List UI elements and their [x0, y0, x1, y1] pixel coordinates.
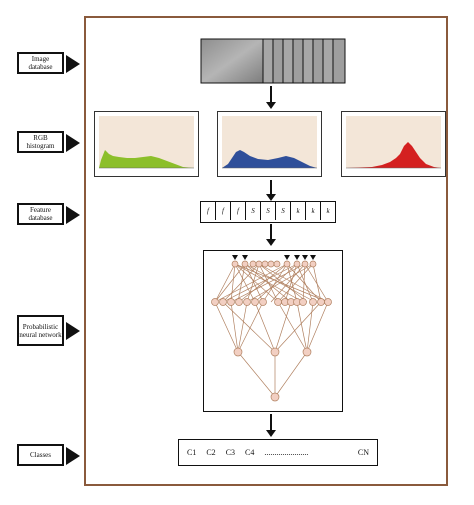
arrow-down-icon [266, 414, 276, 437]
class-label: C4 [245, 448, 255, 457]
feature-cell: k [306, 202, 321, 220]
feature-cell: S [246, 202, 261, 220]
class-label: C1 [187, 448, 197, 457]
arrow-right-icon [66, 447, 80, 465]
feature-vector: f f f S S S k k k [200, 201, 336, 223]
neural-network-diagram [203, 250, 343, 412]
arrow-down-icon [266, 86, 276, 109]
class-label: C2 [206, 448, 216, 457]
feature-cell: f [216, 202, 231, 220]
histogram-blue [217, 111, 322, 177]
arrow-right-icon [66, 55, 80, 73]
histogram-red [341, 111, 446, 177]
label-classes: Classes [17, 444, 64, 466]
label-image-database: Image database [17, 52, 64, 74]
label-probabilistic-neural-network: Probabilistic neural network [17, 315, 64, 346]
classes-box: C1 C2 C3 C4 ...................... CN [178, 439, 378, 466]
arrow-right-icon [66, 134, 80, 152]
process-frame [84, 16, 448, 486]
histogram-green [94, 111, 199, 177]
class-ellipsis: ...................... [264, 448, 309, 457]
label-rgb-histogram: RGB histogram [17, 131, 64, 153]
arrow-right-icon [66, 206, 80, 224]
feature-cell: f [231, 202, 246, 220]
feature-cell: S [261, 202, 276, 220]
feature-cell: k [326, 207, 330, 215]
feature-cell: k [291, 202, 306, 220]
label-feature-database: Feature database [17, 203, 64, 225]
class-label: C3 [225, 448, 236, 457]
image-stack [200, 38, 346, 84]
class-label: CN [357, 448, 369, 457]
feature-cell: S [276, 202, 291, 220]
arrow-right-icon [66, 322, 80, 340]
arrow-down-icon [266, 180, 276, 201]
arrow-down-icon [266, 224, 276, 246]
feature-cell: f [201, 202, 216, 220]
